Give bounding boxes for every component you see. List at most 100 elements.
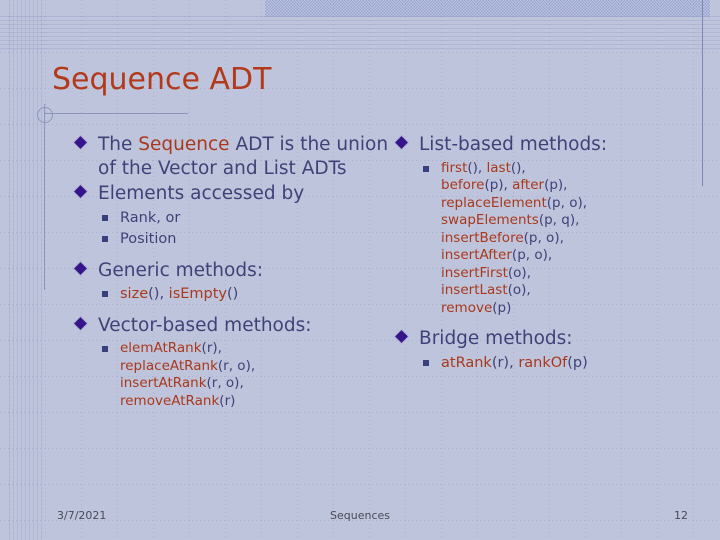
- bullet-text: Generic methods:: [98, 260, 263, 281]
- diamond-bullet-icon: [74, 136, 88, 150]
- bullet-text-run: (p, q),: [538, 212, 580, 228]
- bullet-text: The Sequence ADT is the union of the Vec…: [98, 134, 388, 179]
- method-name: size: [120, 286, 149, 302]
- diamond-bullet-shape: [74, 185, 87, 198]
- bullet-text-run: (p): [567, 354, 588, 371]
- bullet-item-level1: Elements accessed by: [72, 182, 392, 206]
- diamond-bullet-shape: [74, 316, 87, 330]
- footer-deck-name: Sequences: [330, 509, 390, 522]
- bullet-text-run: (),: [510, 159, 526, 176]
- grid-column-line: [45, 0, 46, 540]
- square-bullet-icon: [102, 214, 108, 221]
- bullet-text-run: Rank, or: [120, 209, 181, 226]
- bullet-item-level2: size(), isEmpty(): [72, 285, 392, 304]
- left-content-column: The Sequence ADT is the union of the Vec…: [72, 133, 392, 413]
- bullet-text: Vector-based methods:: [98, 315, 311, 336]
- bullet-item-level2: elemAtRank(r), replaceAtRank(r, o), inse…: [72, 340, 392, 410]
- bullet-text-run: (),: [148, 286, 169, 302]
- bullet-text-run: Bridge methods:: [419, 328, 573, 349]
- method-name: insertFirst: [441, 264, 508, 281]
- bullet-text-run: (o),: [507, 282, 531, 298]
- decorative-circle: [37, 107, 53, 123]
- grid-row-line: [0, 52, 720, 53]
- grid-row-line: [0, 124, 720, 125]
- slide-footer: 3/7/2021 Sequences 12: [0, 509, 720, 527]
- bullet-text-run: Vector-based methods:: [98, 314, 312, 336]
- bullet-text-run: ADT is the union of the Vector and List …: [98, 134, 389, 179]
- bullet-text-run: (p, o),: [511, 247, 553, 263]
- grid-row-line: [0, 484, 720, 485]
- page-title: Sequence ADT: [52, 62, 272, 97]
- bullet-text-run: The: [98, 134, 139, 155]
- bullet-text: Elements accessed by: [98, 183, 304, 204]
- diamond-bullet-icon: [395, 330, 409, 344]
- footer-page-number: 12: [674, 509, 688, 522]
- square-bullet-icon: [102, 346, 108, 352]
- bullet-text: Bridge methods:: [419, 328, 573, 349]
- diamond-bullet-icon: [74, 261, 88, 276]
- left-vertical-rule: [44, 104, 45, 290]
- diamond-bullet-icon: [74, 316, 88, 331]
- method-name: removeAtRank: [120, 392, 220, 409]
- bullet-text-run: (),: [467, 159, 487, 176]
- diamond-bullet-shape: [395, 136, 408, 149]
- bullet-item-level1: Generic methods:: [72, 259, 392, 283]
- bullet-item-level2: first(), last(), before(p), after(p), re…: [393, 160, 703, 318]
- right-content-column: List-based methods:first(), last(), befo…: [393, 133, 703, 375]
- method-name: replaceAtRank: [120, 357, 218, 374]
- method-name: insertAtRank: [120, 375, 207, 391]
- bullet-text-run: (r, o),: [217, 357, 256, 374]
- bullet-text-run: (p),: [544, 177, 568, 193]
- diamond-bullet-shape: [395, 330, 408, 343]
- grid-column-line: [9, 0, 10, 540]
- diamond-bullet-icon: [395, 136, 409, 150]
- bullet-text-run: Generic methods:: [98, 259, 263, 281]
- method-name: after: [512, 177, 545, 193]
- bullet-text-run: Elements accessed by: [98, 183, 305, 204]
- method-name: swapElements: [441, 212, 539, 228]
- bullet-item-level1: Vector-based methods:: [72, 314, 392, 338]
- method-name: last: [486, 159, 511, 176]
- bullet-text: size(), isEmpty(): [120, 286, 238, 302]
- method-name: first: [441, 159, 468, 176]
- bullet-text-run: List-based methods:: [419, 134, 608, 155]
- bullet-item-level1: List-based methods:: [393, 133, 703, 157]
- square-bullet-icon: [102, 236, 108, 242]
- diamond-bullet-icon: [74, 185, 88, 199]
- method-name: before: [441, 177, 485, 193]
- grid-row-line: [0, 16, 720, 17]
- bullet-item-level1: The Sequence ADT is the union of the Vec…: [72, 133, 392, 180]
- bullet-item-level2: atRank(r), rankOf(p): [393, 354, 703, 373]
- method-name: isEmpty: [168, 286, 228, 302]
- method-name: insertAfter: [441, 247, 512, 263]
- bullet-text-run: (p, o),: [523, 229, 564, 246]
- bullet-text-run: Position: [120, 231, 177, 247]
- square-bullet-icon: [423, 165, 429, 172]
- method-name: elemAtRank: [120, 340, 202, 356]
- method-name: insertLast: [441, 282, 508, 298]
- diamond-bullet-shape: [74, 261, 87, 275]
- bullet-text: atRank(r), rankOf(p): [441, 355, 588, 371]
- right-vertical-rule: [702, 0, 703, 186]
- bullet-text-run: (r, o),: [206, 375, 244, 391]
- bullet-text-run: (r),: [491, 354, 519, 371]
- method-name: remove: [441, 299, 493, 316]
- footer-date: 3/7/2021: [57, 509, 107, 522]
- bullet-item-level1: Bridge methods:: [393, 327, 703, 351]
- method-name: replaceElement: [441, 194, 547, 211]
- grid-row-line: [0, 448, 720, 449]
- bullet-text-run: (o),: [507, 264, 531, 281]
- bullet-text-run: (p),: [484, 177, 513, 193]
- diamond-bullet-shape: [74, 136, 87, 149]
- bullet-text: Rank, or: [120, 210, 180, 226]
- bullet-text: Position: [120, 231, 176, 247]
- method-name: rankOf: [518, 354, 568, 371]
- bullet-item-level2: Position: [72, 230, 392, 249]
- method-name: atRank: [441, 354, 492, 371]
- bullet-text: List-based methods:: [419, 134, 607, 155]
- bullet-text: first(), last(), before(p), after(p), re…: [441, 160, 587, 316]
- bullet-text: elemAtRank(r), replaceAtRank(r, o), inse…: [120, 340, 255, 409]
- method-name: Sequence: [138, 134, 230, 155]
- method-name: insertBefore: [441, 229, 524, 246]
